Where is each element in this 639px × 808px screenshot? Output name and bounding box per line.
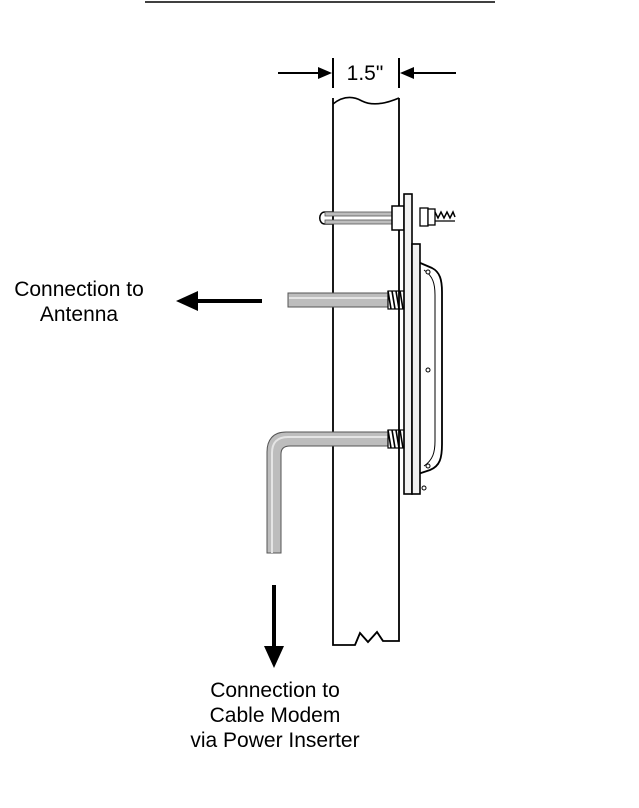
modem-label-line1: Connection to [160,678,390,703]
modem-label-line2: Cable Modem [160,703,390,728]
dimension-arrowhead-right [400,67,414,79]
modem-label-line3: via Power Inserter [160,728,390,753]
u-bolt-rod-bottom [325,220,395,224]
antenna-connection-label: Connection to Antenna [0,277,158,327]
u-bolt-clamp-block [392,206,404,230]
antenna-label-line2: Antenna [0,302,158,327]
u-bolt-threaded-end [435,212,455,218]
antenna-housing [418,262,442,474]
modem-arrow [264,585,284,668]
housing-screw-3 [426,464,430,468]
modem-arrowhead [264,646,284,668]
bracket-screw-bottom [422,486,426,490]
modem-connection-label: Connection to Cable Modem via Power Inse… [160,678,390,753]
housing-screw-2 [426,368,430,372]
mast-pole [333,98,399,645]
u-bolt-rod-top [325,212,395,216]
u-bolt-nut-outer [428,209,435,225]
antenna-cable-body [288,293,388,307]
antenna-cable [288,291,404,309]
dimension-label: 1.5" [330,61,400,86]
housing-screw-1 [426,270,430,274]
u-bolt-nut-inner [420,208,428,226]
bracket-plate-back [404,194,412,494]
bracket-plate-front [412,244,420,494]
mast-outline [333,98,399,645]
antenna-housing-outline [418,262,442,474]
antenna-arrow [176,291,262,311]
antenna-arrowhead [176,291,198,311]
antenna-label-line1: Connection to [0,277,158,302]
